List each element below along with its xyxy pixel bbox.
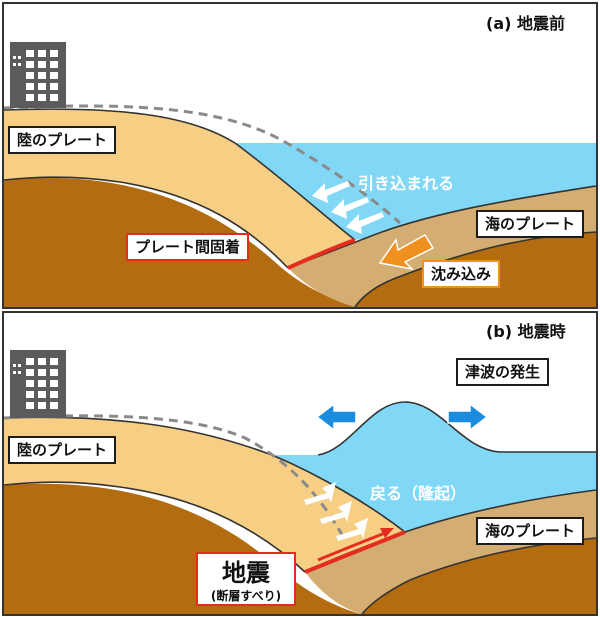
tsunami-label: 津波の発生 [456, 358, 550, 386]
earthquake-title: 地震 [222, 559, 270, 587]
sea-plate-label: 海のプレート [476, 517, 585, 545]
sea-plate-label: 海のプレート [476, 210, 585, 238]
uplift-arrow-icon [304, 482, 368, 541]
fault-slip-arrow [317, 531, 386, 562]
land-plate-label: 陸のプレート [8, 126, 117, 154]
panel-before-frame [2, 2, 598, 309]
building-icon [10, 350, 66, 418]
panel-during-title: (b) 地震時 [486, 322, 566, 341]
subduction-label: 沈み込み [422, 260, 501, 288]
plate-coupling-label: プレート間固着 [126, 233, 250, 261]
panel-before-title: (a) 地震前 [486, 14, 565, 33]
building-icon [10, 42, 66, 108]
panel-during-frame [2, 311, 598, 616]
fault-slip-line [304, 530, 406, 574]
earthquake-label: 地震 (断層すべり) [196, 552, 296, 606]
panel-before [4, 4, 596, 307]
pulled-in-label: 引き込まれる [358, 174, 455, 193]
spread-arrow-icon [315, 402, 489, 432]
land-plate-label: 陸のプレート [8, 436, 117, 464]
rebound-label: 戻る（隆起） [370, 484, 467, 503]
pull-arrow-icon [312, 181, 384, 234]
locked-fault-line [287, 238, 356, 270]
original-surface-dashed [4, 104, 402, 225]
fault-slip-subtitle: (断層すべり) [210, 589, 282, 603]
mantle-deep [362, 538, 596, 614]
subduction-arrow-icon [378, 233, 435, 271]
